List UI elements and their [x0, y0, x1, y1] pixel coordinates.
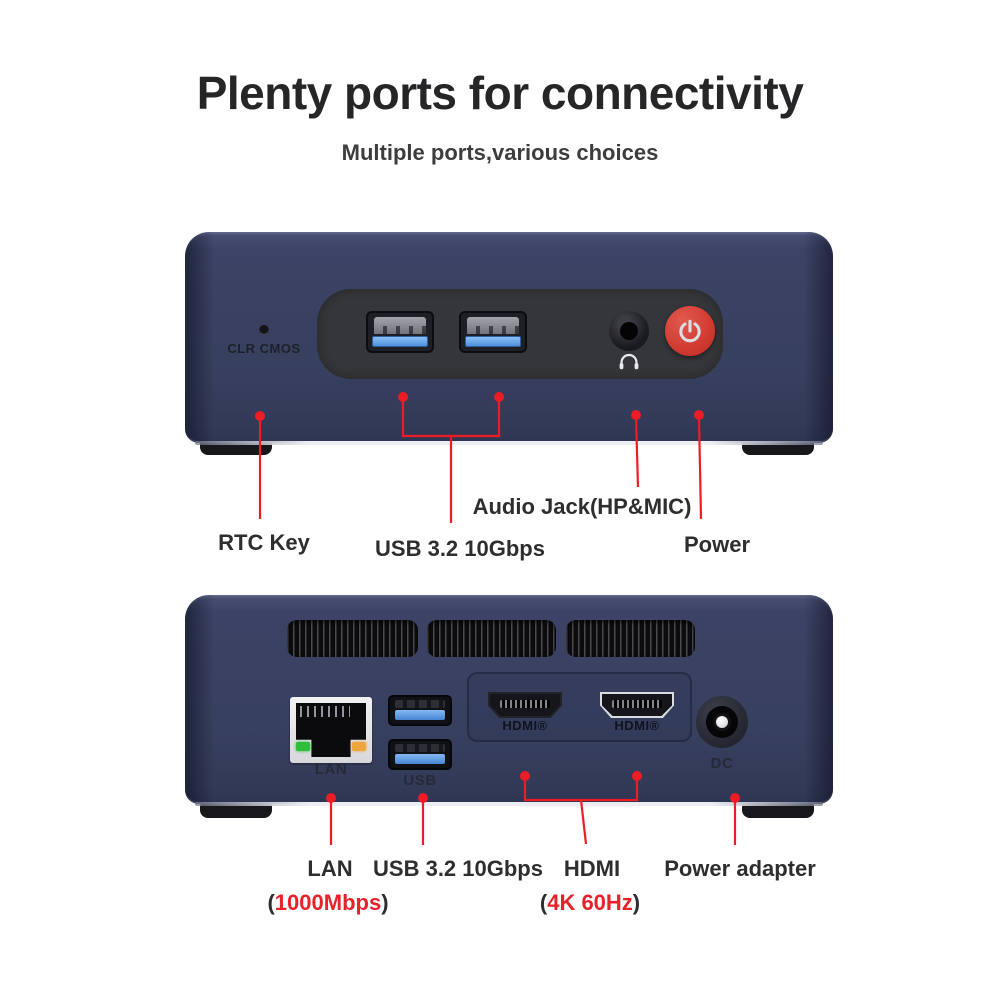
lan-speed-value: 1000Mbps — [274, 890, 382, 915]
hdmi-pins — [500, 700, 550, 708]
hdmi-port-label-1: HDMI® — [502, 718, 548, 733]
hdmi-pins — [612, 700, 662, 708]
page-title: Plenty ports for connectivity — [196, 67, 804, 119]
callout-label-audio-jack: Audio Jack(HP&MIC) — [472, 494, 692, 519]
vent-grille — [566, 620, 695, 657]
audio-jack-port — [609, 311, 649, 351]
usb-blue-insert — [372, 336, 428, 347]
callout-label-power-adapter: Power adapter — [664, 856, 816, 881]
power-icon — [679, 319, 701, 343]
dc-power-jack — [696, 696, 748, 748]
callout-sublabel-hdmi-spec: (4K 60Hz) — [540, 890, 640, 916]
paren-open: ( — [267, 890, 275, 915]
mini-pc-front-view: CLR CMOS — [185, 232, 833, 445]
callout-label-lan: LAN — [307, 856, 353, 881]
lan-led-green — [296, 742, 310, 751]
usb-port-label: USB — [403, 772, 437, 789]
callout-label-rtc-key: RTC Key — [218, 530, 310, 555]
usb-a-port-back-2 — [388, 739, 452, 770]
usb-contacts — [395, 700, 445, 708]
usb-contacts — [395, 744, 445, 752]
paren-close: ) — [632, 890, 641, 915]
dc-port-label: DC — [710, 755, 734, 772]
lan-ethernet-port — [290, 697, 372, 763]
hdmi-cavity — [490, 694, 560, 716]
callout-line-hdmi — [579, 799, 588, 845]
usb-a-port-back-1 — [388, 695, 452, 726]
callout-label-power: Power — [683, 532, 751, 557]
callout-label-hdmi: HDMI — [563, 856, 621, 881]
clr-cmos-label: CLR CMOS — [227, 341, 301, 356]
mini-pc-back-view: LAN USB HDMI® HDMI® DC — [185, 595, 833, 806]
usb-contact-tongue — [374, 317, 426, 334]
hdmi-spec-value: 4K 60Hz — [547, 890, 633, 915]
hdmi-port-2 — [600, 692, 674, 718]
callout-label-usb-front: USB 3.2 10Gbps — [375, 536, 545, 561]
usb-a-port-2 — [459, 311, 527, 353]
paren-open: ( — [539, 890, 548, 915]
paren-close: ) — [381, 890, 389, 915]
hdmi-port-label-2: HDMI® — [614, 718, 660, 733]
lan-port-label: LAN — [314, 761, 348, 778]
usb-blue-insert — [465, 336, 521, 347]
dc-jack-pin — [716, 716, 728, 728]
usb-blue-insert — [395, 710, 445, 720]
vent-grille — [287, 620, 418, 657]
usb-blue-insert — [395, 754, 445, 764]
usb-a-port-1 — [366, 311, 434, 353]
audio-jack-hole — [620, 322, 638, 340]
hdmi-port-1 — [488, 692, 562, 718]
power-button — [665, 306, 715, 356]
rj45-pins — [300, 706, 350, 717]
callout-sublabel-lan-speed: (1000Mbps) — [267, 890, 388, 916]
usb-contact-tongue — [467, 317, 519, 334]
callout-label-usb-back: USB 3.2 10Gbps — [373, 856, 543, 881]
page-subtitle: Multiple ports,various choices — [341, 140, 659, 165]
headphone-icon — [619, 353, 639, 370]
front-port-panel — [317, 289, 723, 379]
clr-cmos-pinhole — [259, 325, 269, 335]
lan-led-amber — [352, 742, 366, 751]
vent-grille — [427, 620, 556, 657]
hdmi-cavity — [602, 694, 672, 716]
